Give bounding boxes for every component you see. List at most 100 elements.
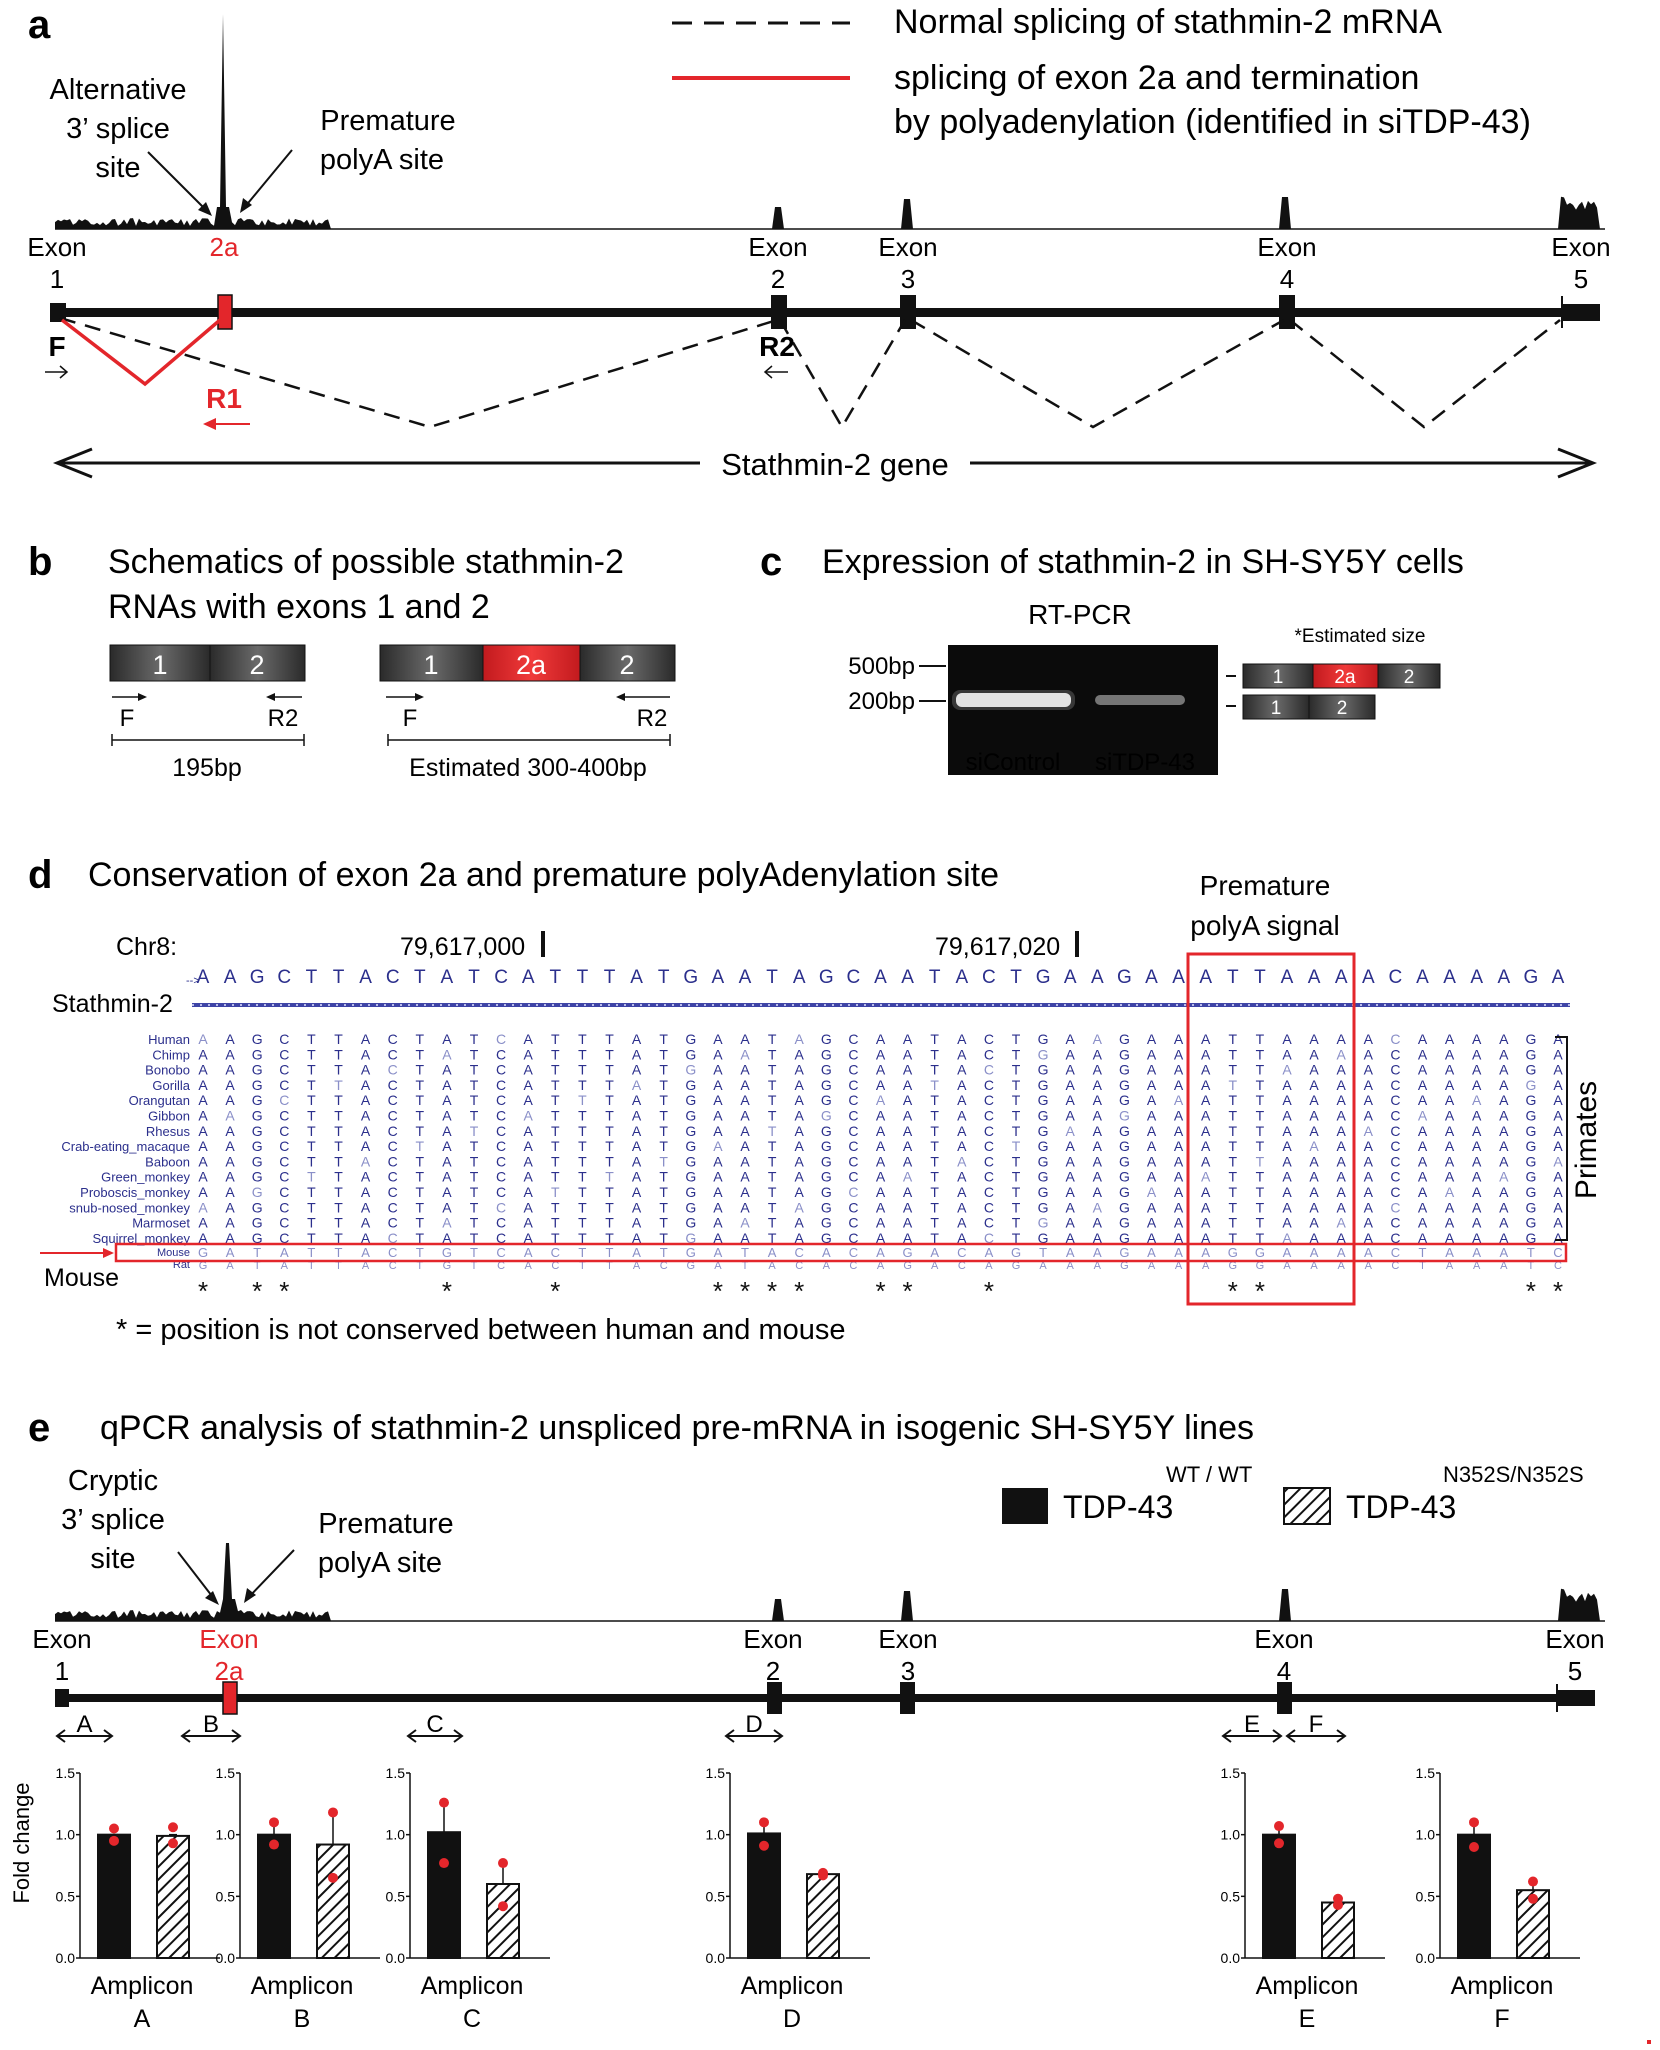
rat-base: G: [903, 1260, 912, 1272]
aligned-base: A: [225, 1123, 235, 1139]
aligned-base: G: [685, 1092, 696, 1108]
ref-base: A: [1335, 967, 1348, 988]
gene-label: Stathmin-2 gene: [721, 447, 948, 482]
aligned-base: T: [1012, 1092, 1021, 1108]
aligned-base: T: [578, 1215, 587, 1231]
aligned-base: T: [1229, 1230, 1238, 1246]
replicate-point: [1469, 1842, 1479, 1852]
y-tick-label: 0.0: [1416, 1950, 1436, 1966]
replicate-point: [1469, 1817, 1479, 1828]
species-label: Gorilla: [152, 1078, 190, 1093]
aligned-base: T: [416, 1138, 425, 1154]
aligned-base: A: [795, 1138, 805, 1154]
amplicon-arrow-F: F: [1285, 1711, 1347, 1743]
aligned-base: A: [632, 1169, 642, 1185]
mouse-base: A: [1364, 1245, 1373, 1260]
aligned-base: A: [1309, 1230, 1319, 1246]
mouse-base: C: [388, 1245, 397, 1260]
aligned-base: A: [957, 1092, 967, 1108]
aligned-base: A: [1445, 1169, 1455, 1185]
aligned-base: A: [795, 1153, 805, 1169]
aligned-base: A: [1553, 1153, 1563, 1169]
aligned-base: A: [1201, 1031, 1211, 1047]
aligned-base: G: [252, 1230, 263, 1246]
svg-text:Exon: Exon: [199, 1624, 258, 1654]
aligned-base: A: [713, 1108, 723, 1124]
aligned-base: A: [876, 1215, 886, 1231]
aligned-base: A: [1418, 1230, 1428, 1246]
replicate-point: [439, 1797, 449, 1808]
bar-wt: [427, 1831, 461, 1959]
mouse-base: A: [1499, 1245, 1508, 1260]
aligned-base: A: [632, 1199, 642, 1215]
aligned-base: C: [388, 1062, 398, 1078]
aligned-base: C: [1390, 1062, 1400, 1078]
aligned-base: A: [1093, 1123, 1103, 1139]
panel-b-title-2: RNAs with exons 1 and 2: [108, 588, 490, 626]
gene-track-label: Stathmin-2: [52, 990, 173, 1018]
aligned-base: T: [470, 1199, 479, 1215]
aligned-base: A: [1337, 1108, 1347, 1124]
aligned-base: T: [334, 1215, 343, 1231]
rat-base: A: [985, 1260, 993, 1272]
exon5-number: 5: [1574, 264, 1588, 294]
x-axis-letter: F: [1494, 2005, 1509, 2033]
species-label: Orangutan: [129, 1093, 190, 1108]
aligned-base: C: [279, 1230, 289, 1246]
aligned-base: T: [659, 1092, 668, 1108]
aligned-base: T: [416, 1062, 425, 1078]
aligned-base: A: [903, 1031, 913, 1047]
estimated-size-note: *Estimated size: [1295, 626, 1426, 647]
aligned-base: A: [361, 1108, 371, 1124]
mouse-base: A: [1174, 1245, 1183, 1260]
aligned-base: A: [1282, 1230, 1292, 1246]
aligned-base: T: [1256, 1230, 1265, 1246]
aligned-base: A: [1499, 1108, 1509, 1124]
x-axis-label: Amplicon: [251, 1972, 354, 2000]
aligned-base: A: [1418, 1077, 1428, 1093]
aligned-base: A: [1066, 1153, 1076, 1169]
aligned-base: A: [442, 1077, 452, 1093]
aligned-base: A: [1282, 1077, 1292, 1093]
band-upper-exon2: [1377, 663, 1441, 689]
aligned-base: G: [821, 1123, 832, 1139]
aligned-base: C: [496, 1138, 506, 1154]
replicate-point: [759, 1840, 769, 1851]
aligned-base: A: [1499, 1199, 1509, 1215]
aligned-base: A: [198, 1215, 208, 1231]
ref-base: T: [1254, 967, 1266, 988]
aligned-base: G: [252, 1062, 263, 1078]
aligned-base: T: [605, 1046, 614, 1062]
replicate-point: [328, 1807, 338, 1818]
ref-base: A: [1470, 967, 1483, 988]
aligned-base: A: [1066, 1108, 1076, 1124]
ref-base: A: [1497, 967, 1510, 988]
aligned-base: A: [442, 1031, 452, 1047]
polya-pointer: [243, 149, 293, 209]
aligned-base: T: [551, 1138, 560, 1154]
nonconserved-star: *: [1255, 1276, 1265, 1306]
mouse-base: G: [686, 1245, 696, 1260]
aligned-base: A: [1364, 1153, 1374, 1169]
aligned-base: T: [1012, 1031, 1021, 1047]
aligned-base: T: [416, 1230, 425, 1246]
rat-base: A: [1094, 1260, 1102, 1272]
aligned-base: A: [1553, 1184, 1563, 1200]
aligned-base: A: [1066, 1123, 1076, 1139]
aligned-base: A: [795, 1062, 805, 1078]
aligned-base: A: [957, 1108, 967, 1124]
aligned-base: A: [957, 1138, 967, 1154]
aligned-base: T: [659, 1215, 668, 1231]
aligned-base: T: [1229, 1123, 1238, 1139]
alt-splice-label-2: 3’ splice: [66, 113, 170, 145]
rat-base: T: [254, 1260, 261, 1272]
aligned-base: A: [713, 1199, 723, 1215]
svg-text:3: 3: [901, 1656, 915, 1686]
y-tick-label: 1.5: [1221, 1765, 1241, 1781]
rat-base: C: [795, 1260, 803, 1272]
rat-base: T: [335, 1260, 342, 1272]
aligned-base: C: [984, 1215, 994, 1231]
aligned-base: A: [740, 1062, 750, 1078]
aligned-base: A: [524, 1169, 534, 1185]
